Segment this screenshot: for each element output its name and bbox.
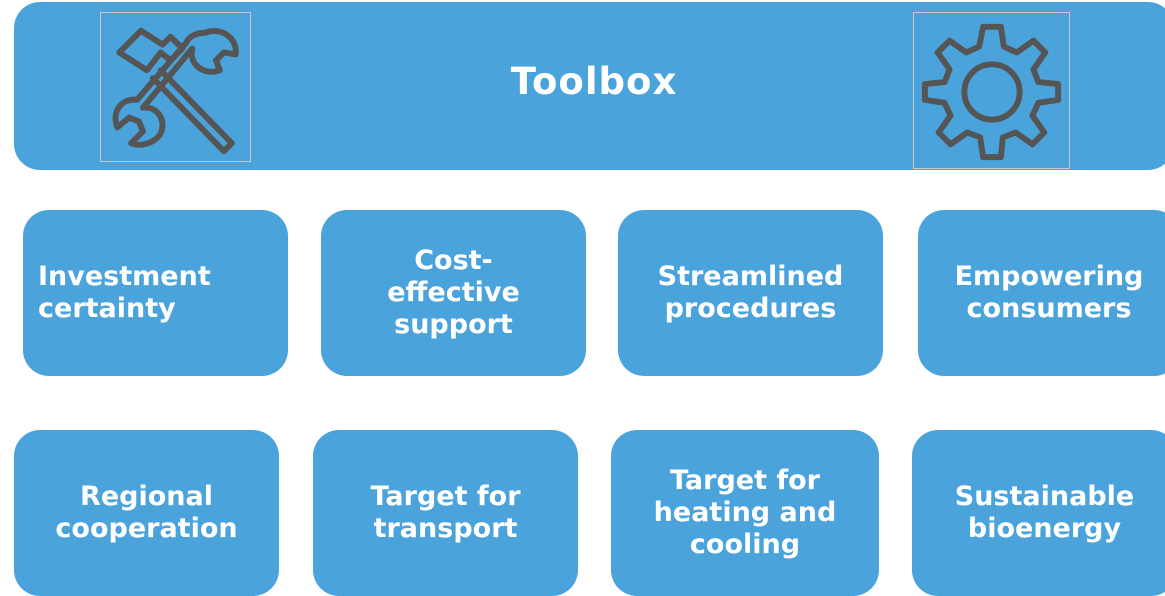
card-label: Investment certainty	[38, 261, 211, 324]
card-label: Empowering consumers	[954, 261, 1144, 324]
card-label: Target for transport	[370, 481, 521, 544]
card-investment-certainty: Investment certainty	[23, 210, 288, 376]
card-label: Cost- effective support	[387, 245, 520, 340]
toolbox-header: Toolbox	[14, 2, 1165, 170]
card-streamlined-procedures: Streamlined procedures	[618, 210, 883, 376]
card-empowering-consumers: Empowering consumers	[918, 210, 1165, 376]
card-cost-effective-support: Cost- effective support	[321, 210, 586, 376]
card-target-for-transport: Target for transport	[313, 430, 578, 596]
card-target-for-heating-and-cooling: Target for heating and cooling	[611, 430, 879, 596]
card-sustainable-bioenergy: Sustainable bioenergy	[912, 430, 1165, 596]
card-label: Streamlined procedures	[657, 261, 844, 324]
hammer-wrench-icon	[100, 12, 251, 162]
page-title: Toolbox	[510, 60, 678, 103]
card-label: Regional cooperation	[55, 481, 238, 544]
card-label: Target for heating and cooling	[653, 465, 837, 560]
card-label: Sustainable bioenergy	[954, 481, 1135, 544]
card-regional-cooperation: Regional cooperation	[14, 430, 279, 596]
gear-icon	[913, 12, 1070, 169]
